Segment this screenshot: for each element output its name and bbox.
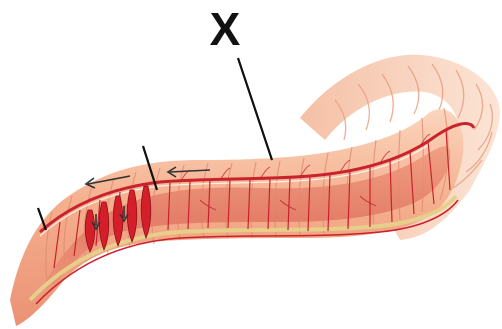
label-x: X xyxy=(205,4,245,54)
leader-line-x xyxy=(238,58,272,160)
